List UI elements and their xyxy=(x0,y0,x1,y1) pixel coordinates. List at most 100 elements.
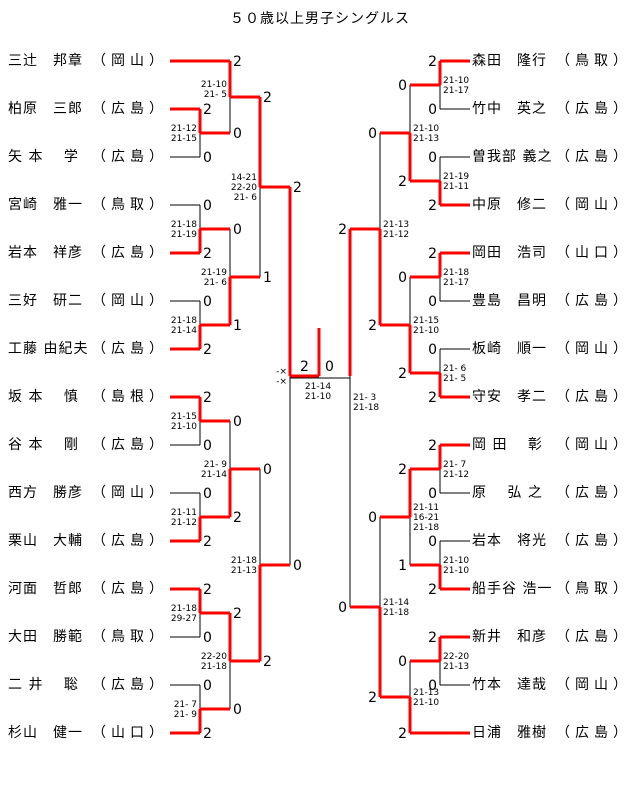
game-scores: 21- 9 xyxy=(204,460,228,470)
player-prefecture: （岡山） xyxy=(92,293,168,309)
match-score: 0 xyxy=(203,630,212,646)
match-score: 0 xyxy=(428,678,437,694)
game-scores: 21- 3 xyxy=(353,393,376,403)
player-prefecture: （広島） xyxy=(92,677,168,693)
player-name: 岡田 浩司 xyxy=(472,245,547,261)
game-scores: 21-15 xyxy=(171,412,197,422)
game-scores: 21-10 xyxy=(413,326,439,336)
final-game-scores: 21-14 xyxy=(305,382,331,392)
player-name: 竹中 英之 xyxy=(472,101,547,117)
game-scores: 22-20 xyxy=(231,183,257,193)
game-scores: 21-13 xyxy=(443,662,469,672)
player-prefecture: （岡山） xyxy=(556,341,632,357)
game-scores: 21-18 xyxy=(171,316,197,326)
game-scores: -× xyxy=(276,377,287,387)
player-prefecture: （広島） xyxy=(92,245,168,261)
match-score: 2 xyxy=(428,630,437,646)
player-entry: 柏原 三郎 （広島） xyxy=(8,100,168,118)
player-prefecture: （広島） xyxy=(92,149,168,165)
match-score: 2 xyxy=(263,90,272,106)
player-name: 岡 田 彰 xyxy=(472,437,543,453)
match-score: 2 xyxy=(233,54,242,70)
match-score: 2 xyxy=(293,180,302,196)
player-entry: 二 井 聡 （広島） xyxy=(8,676,168,694)
player-name: 矢 本 学 xyxy=(8,149,79,165)
game-scores: 21-12 xyxy=(171,124,197,134)
game-scores: 21-10 xyxy=(443,76,469,86)
player-name: 柏原 三郎 xyxy=(8,101,83,117)
player-prefecture: （岡山） xyxy=(92,53,168,69)
match-score: 0 xyxy=(263,462,272,478)
game-scores: 21-18 xyxy=(383,608,409,618)
game-scores: 21-11 xyxy=(443,182,469,192)
player-entry: 坂 本 慎 （島根） xyxy=(8,388,168,406)
match-score: 0 xyxy=(203,678,212,694)
game-scores: 21-19 xyxy=(443,172,469,182)
game-scores: 21-11 xyxy=(171,508,197,518)
player-prefecture: （広島） xyxy=(556,293,632,309)
game-scores: 21-11 xyxy=(413,503,439,513)
game-scores: 21-14 xyxy=(201,470,227,480)
player-entry: 船手谷 浩一（鳥取） xyxy=(472,580,632,598)
player-prefecture: （鳥取） xyxy=(92,197,168,213)
player-name: 日浦 雅樹 xyxy=(472,725,547,741)
game-scores: 21-18 xyxy=(413,523,439,533)
match-score: 2 xyxy=(428,390,437,406)
match-score: 0 xyxy=(233,702,242,718)
player-name: 河面 哲郎 xyxy=(8,581,83,597)
player-name: 二 井 聡 xyxy=(8,677,79,693)
player-prefecture: （岡山） xyxy=(556,437,632,453)
game-scores: 21-13 xyxy=(231,566,257,576)
match-score: 2 xyxy=(398,366,407,382)
player-prefecture: （広島） xyxy=(556,101,632,117)
match-score: 2 xyxy=(203,102,212,118)
player-name: 坂 本 慎 xyxy=(8,389,79,405)
game-scores: 21- 5 xyxy=(443,374,466,384)
player-name: 谷 本 剛 xyxy=(8,437,79,453)
match-score: 2 xyxy=(203,390,212,406)
match-score: 2 xyxy=(203,582,212,598)
match-score: 0 xyxy=(368,510,377,526)
match-score: 2 xyxy=(233,606,242,622)
page-title: ５０歳以上男子シングルス xyxy=(230,11,410,27)
player-entry: 栗山 大輔（広島） xyxy=(8,532,168,550)
match-score: 0 xyxy=(203,198,212,214)
game-scores: 21- 6 xyxy=(204,278,228,288)
match-score: 0 xyxy=(293,558,302,574)
player-entry: 三辻 邦章（岡山） xyxy=(8,52,168,70)
game-scores: 21-18 xyxy=(231,556,257,566)
player-name: 杉山 健一 xyxy=(8,725,83,741)
player-prefecture: （広島） xyxy=(556,725,632,741)
player-entry: 谷 本 剛（広島） xyxy=(8,436,168,454)
match-score: 1 xyxy=(398,558,407,574)
match-score: 2 xyxy=(203,726,212,742)
player-prefecture: （広島） xyxy=(92,101,168,117)
match-score: 2 xyxy=(203,534,212,550)
match-score: 2 xyxy=(263,654,272,670)
player-prefecture: （広島） xyxy=(556,389,632,405)
player-prefecture: （鳥取） xyxy=(92,629,168,645)
game-scores: 21-10 xyxy=(413,124,439,134)
match-score: 0 xyxy=(428,342,437,358)
player-prefecture: （広島） xyxy=(556,629,632,645)
player-prefecture: （山口） xyxy=(92,725,168,741)
player-entry: 岩本 祥彦（広島） xyxy=(8,244,168,262)
player-entry: 工藤 由紀夫（広島） xyxy=(8,340,168,358)
game-scores: 14-21 xyxy=(231,173,257,183)
player-entry: 新井 和彦（広島） xyxy=(472,628,632,646)
match-score: 0 xyxy=(428,102,437,118)
player-prefecture: （島根） xyxy=(92,389,168,405)
match-score: 0 xyxy=(398,78,407,94)
player-entry: 三好 研二（岡山） xyxy=(8,292,168,310)
player-entry: 矢 本 学 （広島） xyxy=(8,148,168,166)
player-entry: 守安 孝二（広島） xyxy=(472,388,632,406)
player-entry: 豊島 昌明（広島） xyxy=(472,292,632,310)
player-entry: 宮崎 雅一（鳥取） xyxy=(8,196,168,214)
match-score: 2 xyxy=(368,690,377,706)
player-prefecture: （岡山） xyxy=(92,485,168,501)
player-entry: 河面 哲郎（広島） xyxy=(8,580,168,598)
game-scores: 21-12 xyxy=(383,230,409,240)
match-score: 2 xyxy=(368,318,377,334)
game-scores: 21- 9 xyxy=(174,710,198,720)
player-name: 中原 修二 xyxy=(472,197,547,213)
